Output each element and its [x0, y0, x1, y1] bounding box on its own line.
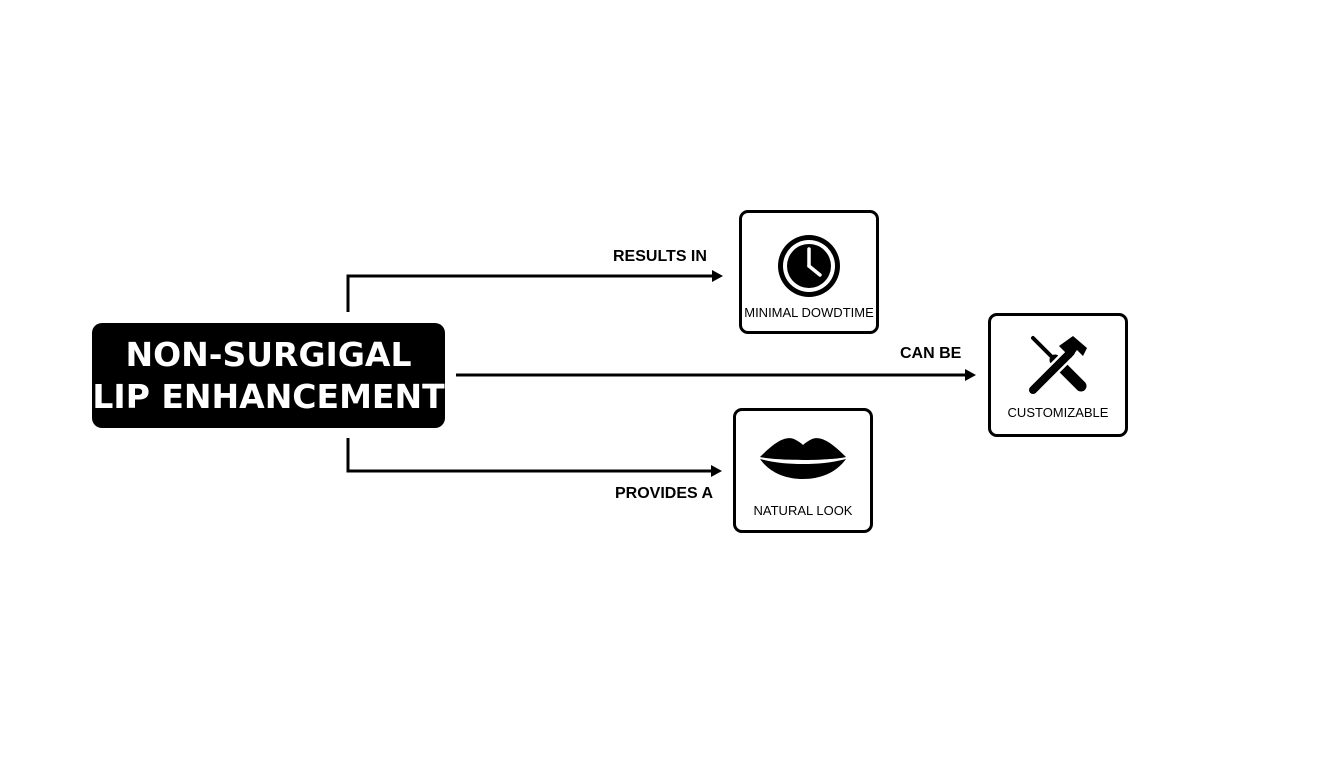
central-node: NON-SURGIGAL LIP ENHANCEMENT [92, 323, 445, 428]
node-minimal-downtime: MINIMAL DOWDTIME [739, 210, 879, 334]
edge-label-can-be: CAN BE [900, 345, 962, 362]
node-customizable: CUSTOMIZABLE [988, 313, 1128, 437]
clock-icon [742, 233, 876, 299]
edge-label-provides-a: PROVIDES A [615, 485, 714, 502]
central-node-line-1: NON-SURGIGAL [125, 334, 412, 374]
tools-icon [991, 334, 1125, 398]
connector-results-in [346, 274, 712, 312]
arrowhead-results-in [712, 270, 723, 282]
node-label-minimal-downtime: MINIMAL DOWDTIME [744, 305, 874, 320]
connector-provides-a [346, 438, 711, 473]
node-label-customizable: CUSTOMIZABLE [1007, 405, 1109, 420]
lips-icon [736, 433, 870, 481]
node-natural-look: NATURAL LOOK [733, 408, 873, 533]
arrowhead-provides-a [711, 465, 722, 477]
node-label-natural-look: NATURAL LOOK [753, 503, 853, 518]
arrowhead-can-be [965, 369, 976, 381]
edge-label-results-in: RESULTS IN [613, 248, 707, 265]
central-node-line-2: LIP ENHANCEMENT [92, 376, 445, 416]
